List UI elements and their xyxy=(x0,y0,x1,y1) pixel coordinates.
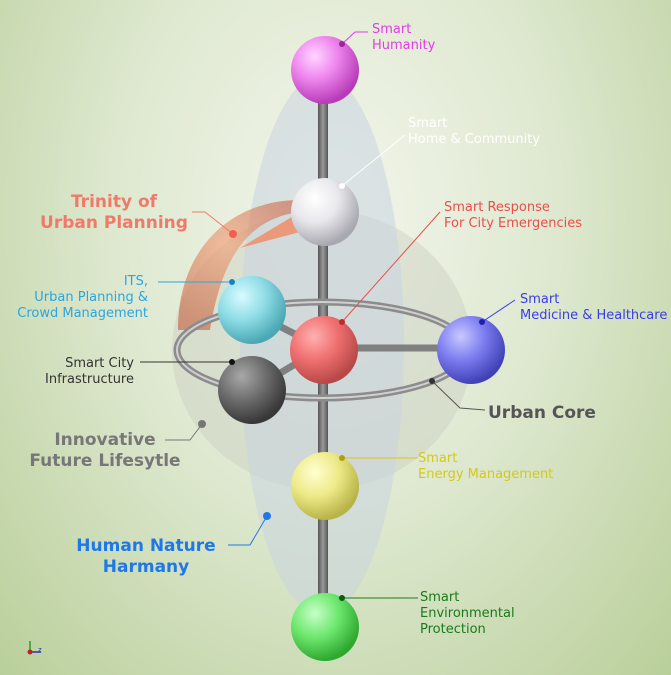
label-line: Harmany xyxy=(102,557,190,577)
label-line: Smart xyxy=(420,590,460,605)
label-line: Future Lifesytle xyxy=(29,451,181,471)
dot-trinity xyxy=(229,230,237,238)
axis-z-label: z xyxy=(38,646,42,654)
label-line: Medicine & Healthcare xyxy=(520,308,668,323)
label-smart-response: Smart Response For City Emergencies xyxy=(444,200,582,232)
dot-its xyxy=(229,279,235,285)
sphere-response xyxy=(290,316,358,384)
sphere-home xyxy=(291,178,359,246)
dot-urban-core xyxy=(429,378,435,384)
label-line: Smart xyxy=(408,116,448,131)
label-line: Protection xyxy=(420,622,486,637)
label-line: Smart xyxy=(372,22,412,37)
label-its: ITS, Urban Planning & Crowd Management xyxy=(12,274,148,322)
label-line: Crowd Management xyxy=(17,306,148,321)
label-line: ITS, xyxy=(123,274,148,289)
label-line: Urban Planning xyxy=(40,213,188,233)
label-line: Home & Community xyxy=(408,132,541,147)
leader-human-nature xyxy=(228,515,268,546)
axis-widget xyxy=(27,641,41,655)
leader-innovative xyxy=(165,423,203,441)
dot-infrastructure xyxy=(229,359,235,365)
label-line: Humanity xyxy=(372,38,436,53)
label-line: Energy Management xyxy=(418,467,554,482)
dot-environment xyxy=(339,595,345,601)
dot-innovative xyxy=(198,420,206,428)
label-smart-environment: Smart Environmental Protection xyxy=(420,590,515,638)
sphere-energy xyxy=(291,452,359,520)
label-line: Human Nature xyxy=(76,536,216,556)
sphere-environment xyxy=(291,593,359,661)
sphere-its xyxy=(218,276,286,344)
label-smart-infrastructure: Smart City Infrastructure xyxy=(20,356,134,388)
leader-response xyxy=(341,211,441,323)
sphere-medicine xyxy=(437,316,505,384)
sphere-infrastructure xyxy=(218,356,286,424)
leader-medicine xyxy=(481,299,516,323)
label-line: Trinity of xyxy=(70,192,158,212)
label-trinity: Trinity of Urban Planning xyxy=(34,192,194,234)
leader-home xyxy=(341,134,406,187)
trinity-wedge xyxy=(240,212,300,248)
label-line: Infrastructure xyxy=(45,372,134,387)
label-urban-core: Urban Core xyxy=(488,403,596,423)
label-human-nature: Human Nature Harmany xyxy=(66,536,226,578)
label-smart-humanity: Smart Humanity xyxy=(372,22,435,54)
label-smart-medicine: Smart Medicine & Healthcare xyxy=(520,292,667,324)
label-line: Innovative xyxy=(54,430,156,450)
dot-energy xyxy=(339,455,345,461)
label-line: Smart xyxy=(520,292,560,307)
label-line: Urban Planning & xyxy=(34,290,148,305)
label-line: Smart Response xyxy=(444,200,550,215)
leader-trinity xyxy=(192,211,234,235)
label-smart-energy: Smart Energy Management xyxy=(418,451,553,483)
leader-humanity xyxy=(341,31,368,45)
label-innovative: Innovative Future Lifesytle xyxy=(20,430,190,472)
label-smart-home: Smart Home & Community xyxy=(408,116,540,148)
dot-home xyxy=(339,183,345,189)
dot-response xyxy=(339,319,345,325)
label-line: Smart City xyxy=(65,356,134,371)
label-line: For City Emergencies xyxy=(444,216,583,231)
label-line: Smart xyxy=(418,451,458,466)
dot-medicine xyxy=(479,319,485,325)
sphere-humanity xyxy=(291,36,359,104)
label-line: Environmental xyxy=(420,606,515,621)
dot-human-nature xyxy=(263,512,271,520)
leader-urban-core xyxy=(431,380,486,411)
trinity-shell xyxy=(178,200,300,330)
dot-humanity xyxy=(339,41,345,47)
